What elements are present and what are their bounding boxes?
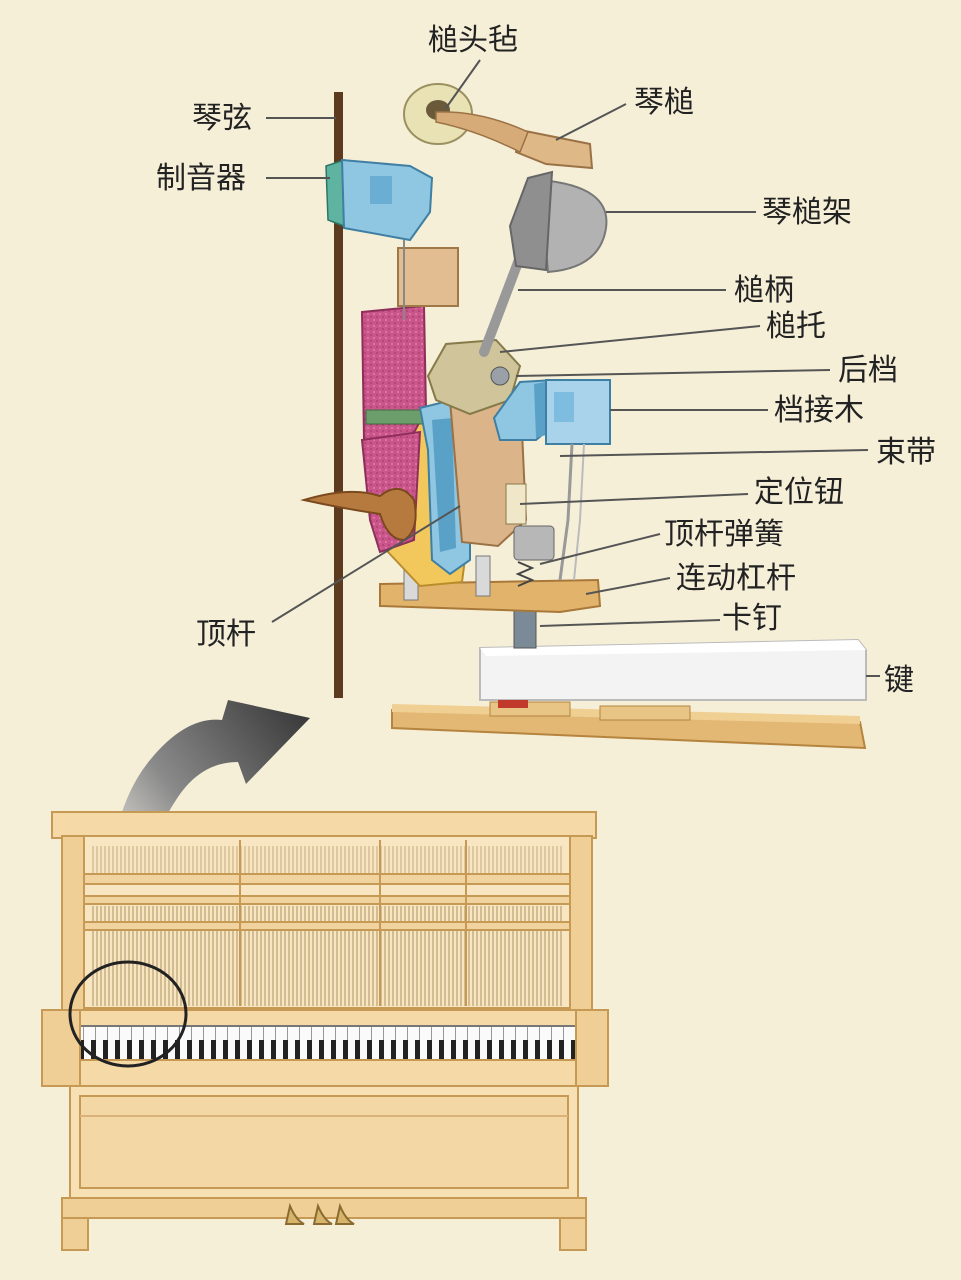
- action-mechanism: [300, 83, 867, 750]
- label-catcher: 档接木: [774, 393, 864, 428]
- leader-lines: [266, 59, 880, 677]
- capstan: [513, 607, 537, 649]
- label-wippen: 连动杠杆: [676, 561, 796, 596]
- piano-side-right: [569, 835, 593, 1017]
- label-key: 键: [884, 663, 914, 698]
- piano-top-strings: [92, 846, 562, 874]
- hammer-butt-pivot: [490, 366, 510, 386]
- label-capstan: 卡钉: [722, 601, 782, 636]
- piano-foot-left: [61, 1217, 89, 1251]
- damper-head: [325, 158, 434, 242]
- green-clip: [365, 409, 429, 425]
- upright-piano: [41, 811, 609, 1251]
- piano-rail: [83, 873, 571, 885]
- piano-cheek-right: [575, 1009, 609, 1087]
- highlight-circle: [68, 960, 188, 1068]
- label-hammer-butt: 槌托: [766, 309, 826, 344]
- bridle-wire-2: [573, 443, 585, 581]
- labels: 槌头毡 琴弦 琴槌 制音器 琴槌架 槌柄 槌托 后档 档接木 束带 定位钮 顶杆…: [156, 23, 936, 698]
- label-regulating-button: 定位钮: [754, 475, 844, 510]
- jack-spring: [513, 525, 555, 587]
- bridle-wire: [558, 443, 574, 581]
- hammer-rail: [508, 170, 608, 274]
- label-hammer: 琴槌: [634, 85, 694, 120]
- piano-lower-inset: [79, 1095, 569, 1189]
- hammer-head: [514, 128, 594, 170]
- piano-pedals: [284, 1202, 355, 1225]
- piano-lid: [51, 811, 597, 839]
- key: [479, 638, 867, 708]
- key-frame-block: [599, 705, 691, 721]
- label-damper: 制音器: [156, 161, 246, 196]
- piano-rail: [83, 895, 571, 905]
- label-string: 琴弦: [192, 101, 252, 136]
- label-back-check: 后档: [838, 353, 898, 388]
- piano-key-slip: [41, 1059, 609, 1087]
- label-hammer-rail: 琴槌架: [762, 195, 852, 230]
- hammer-arm: [435, 111, 529, 154]
- label-hammer-shank: 槌柄: [734, 273, 794, 308]
- label-jack-spring: 顶杆弹簧: [664, 517, 784, 552]
- string-bar: [334, 92, 343, 698]
- piano-base: [61, 1197, 587, 1219]
- piano-foot-right: [559, 1217, 587, 1251]
- piano-side-left: [61, 835, 85, 1017]
- damper-spoon: [300, 488, 417, 542]
- piano-rail: [83, 921, 571, 931]
- piano-keyboard: [79, 1025, 577, 1061]
- damper-block: [397, 247, 459, 307]
- piano-cheek-left: [41, 1009, 81, 1087]
- label-hammer-felt: 槌头毡: [428, 23, 518, 58]
- label-bridle-tape: 束带: [876, 435, 936, 470]
- back-check-assembly: [492, 378, 611, 445]
- zoom-arrow: [103, 700, 310, 968]
- label-jack: 顶杆: [196, 617, 256, 652]
- hammer-butt: [426, 338, 522, 416]
